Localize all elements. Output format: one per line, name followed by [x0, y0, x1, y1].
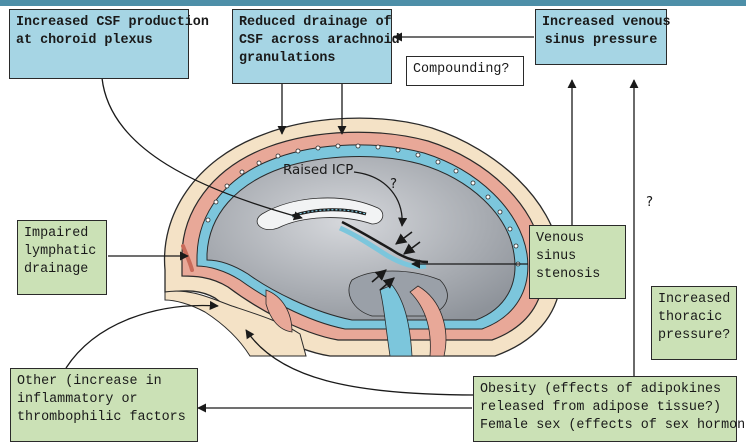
thoracic-pressure-box: Increased thoracic pressure? — [651, 286, 737, 360]
reduced-drainage-box: Reduced drainage of CSF across arachnoid… — [232, 9, 392, 84]
venous-stenosis-box: Venous sinus stenosis — [529, 225, 626, 299]
compounding-box: Compounding? — [406, 56, 524, 86]
head-illustration — [165, 118, 562, 356]
raised-icp-label: Raised ICP — [283, 162, 353, 180]
obesity-sex-box: Obesity (effects of adipokines released … — [473, 376, 737, 442]
obesity-pressure-question: ? — [646, 194, 653, 212]
impaired-lymphatic-box: Impaired lymphatic drainage — [17, 220, 107, 295]
other-factors-box: Other (increase in inflammatory or throm… — [10, 368, 198, 442]
arrow-other-curve — [66, 306, 218, 368]
venous-pressure-box: Increased venous sinus pressure — [535, 9, 667, 65]
csf-production-box: Increased CSF production at choroid plex… — [9, 9, 189, 79]
raised-icp-question: ? — [390, 176, 397, 194]
